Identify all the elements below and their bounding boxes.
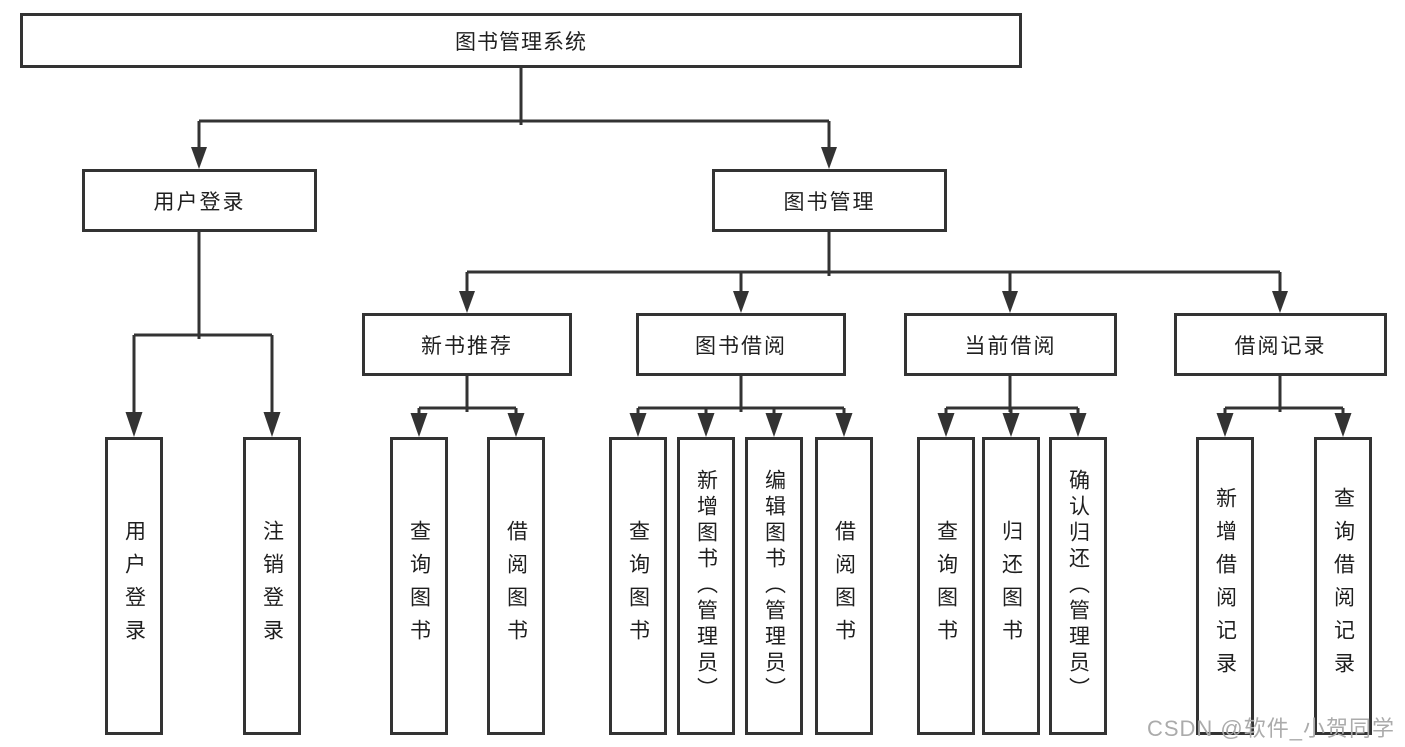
leaf-label: 归还图书 [999,520,1023,652]
leaf-borrow-book-1: 借阅图书 [487,437,545,735]
connector-root-to-level2 [191,68,837,169]
node-user-login: 用户登录 [82,169,317,232]
connector-current-to-leaves [937,376,1087,437]
arrow-down-icon [1002,291,1018,313]
arrow-down-icon [937,413,955,437]
node-book-borrow: 图书借阅 [636,313,846,376]
arrow-down-icon [410,413,428,437]
leaf-return-book: 归还图书 [982,437,1040,735]
leaf-label: 查询图书 [934,520,958,652]
connector-newbooks-to-leaves [410,376,525,437]
arrow-down-icon [765,413,783,437]
arrow-down-icon [821,147,837,169]
arrow-down-icon [697,413,715,437]
leaf-logout: 注销登录 [243,437,301,735]
connector-borrow-to-leaves [629,376,853,437]
leaf-edit-book-admin: 编辑图书（管理员） [745,437,803,735]
node-label: 新书推荐 [421,334,513,358]
connector-records-to-leaves [1216,376,1352,437]
arrow-down-icon [1216,413,1234,437]
arrow-down-icon [1334,413,1352,437]
leaf-user-login: 用户登录 [105,437,163,735]
leaf-label: 查询图书 [407,520,431,652]
node-label: 当前借阅 [964,334,1057,358]
leaf-query-book-3: 查询图书 [917,437,975,735]
leaf-label: 确认归还（管理员） [1066,469,1090,703]
node-root: 图书管理系统 [20,13,1022,68]
arrow-down-icon [459,291,475,313]
leaf-query-book-1: 查询图书 [390,437,448,735]
leaf-label: 借阅图书 [832,520,856,652]
leaf-label: 查询借阅记录 [1331,487,1355,685]
leaf-add-book-admin: 新增图书（管理员） [677,437,735,735]
leaf-query-borrow-record: 查询借阅记录 [1314,437,1372,735]
arrow-down-icon [1069,413,1087,437]
node-label: 借阅记录 [1234,334,1327,358]
arrow-down-icon [125,412,143,437]
connector-bookmgmt-to-level3 [459,232,1288,313]
leaf-confirm-return-admin: 确认归还（管理员） [1049,437,1107,735]
arrow-down-icon [1002,413,1020,437]
arrow-down-icon [1272,291,1288,313]
arrow-down-icon [835,413,853,437]
arrow-down-icon [507,413,525,437]
arrow-down-icon [733,291,749,313]
arrow-down-icon [629,413,647,437]
connector-userlogin-to-leaves [125,232,281,437]
node-current-borrow: 当前借阅 [904,313,1117,376]
node-book-management: 图书管理 [712,169,947,232]
leaf-borrow-book-2: 借阅图书 [815,437,873,735]
leaf-label: 借阅图书 [504,520,528,652]
leaf-label: 查询图书 [626,520,650,652]
arrow-down-icon [263,412,281,437]
node-borrow-records: 借阅记录 [1174,313,1387,376]
csdn-watermark: CSDN @软件_小贺同学 [1146,716,1395,741]
leaf-label: 编辑图书（管理员） [762,469,786,703]
node-root-label: 图书管理系统 [455,30,587,54]
arrow-down-icon [191,147,207,169]
leaf-label: 用户登录 [122,520,146,652]
leaf-add-borrow-record: 新增借阅记录 [1196,437,1254,735]
leaf-label: 注销登录 [260,520,284,652]
leaf-query-book-2: 查询图书 [609,437,667,735]
node-label: 图书借阅 [695,334,787,358]
node-label: 用户登录 [153,190,246,214]
node-new-book-recommend: 新书推荐 [362,313,572,376]
leaf-label: 新增图书（管理员） [694,469,718,703]
node-label: 图书管理 [783,190,876,214]
leaf-label: 新增借阅记录 [1213,487,1237,685]
